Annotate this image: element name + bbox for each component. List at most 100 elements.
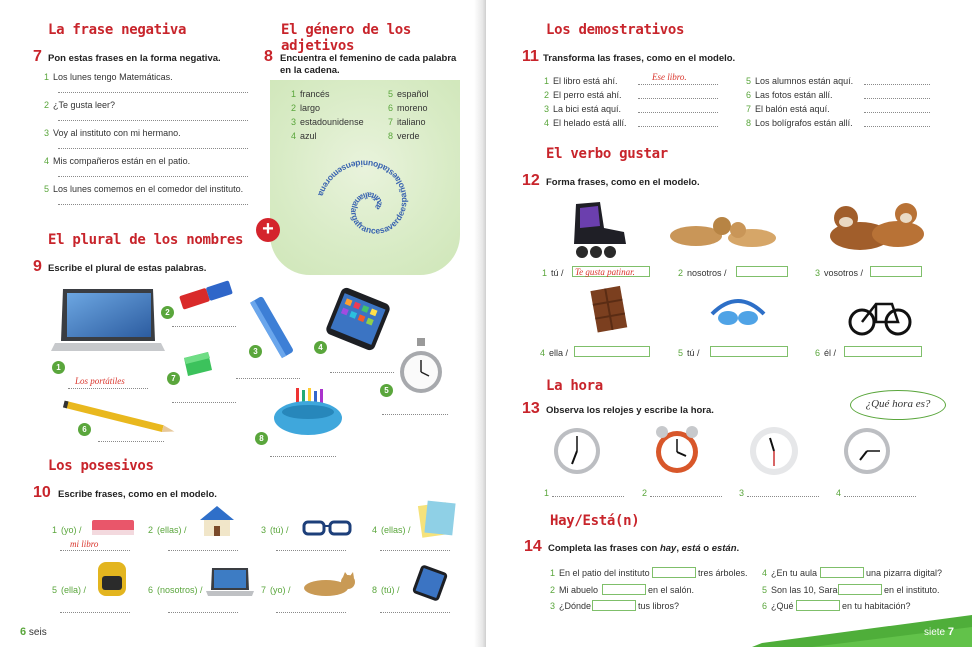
answer-line[interactable]	[58, 120, 248, 121]
glasses-image	[302, 520, 352, 536]
answer-box[interactable]	[572, 266, 650, 277]
section-title-posesivos: Los posesivos	[48, 458, 154, 474]
answer-line[interactable]	[236, 378, 300, 379]
smartphone-image	[326, 287, 390, 351]
item-number-badge: 7	[167, 372, 180, 385]
list-item: 1(yo) /	[52, 525, 82, 535]
svg-text:azulitalianalargafrancesaverde: azulitalianalargafrancesaverdeespañolaes…	[316, 158, 409, 235]
answer-box[interactable]	[710, 346, 788, 357]
corner-green-decoration	[752, 615, 972, 647]
goggles-image	[710, 299, 766, 325]
answer-line[interactable]	[638, 126, 718, 127]
list-item-end: en el instituto.	[884, 585, 940, 595]
stopwatch-image	[400, 338, 442, 393]
exercise-number: 13	[522, 400, 540, 417]
clock-1-image	[554, 428, 600, 474]
plus-icon: +	[256, 218, 280, 242]
answer-box[interactable]	[592, 600, 636, 611]
exercise-instruction: Transforma las frases, como en el modelo…	[543, 53, 736, 64]
answer-box[interactable]	[820, 567, 864, 578]
model-answer: Ese libro.	[652, 72, 687, 82]
answer-box[interactable]	[796, 600, 840, 611]
answer-line[interactable]	[58, 92, 248, 93]
exercise-number: 14	[524, 538, 542, 555]
item-number-badge: 1	[52, 361, 65, 374]
answer-box[interactable]	[574, 346, 650, 357]
section-title-demostrativos: Los demostrativos	[546, 22, 685, 38]
exercise-number: 10	[33, 484, 51, 501]
answer-line[interactable]	[864, 126, 930, 127]
list-item: 5(ella) /	[52, 585, 87, 595]
answer-box[interactable]	[652, 567, 696, 578]
answer-line[interactable]	[864, 112, 930, 113]
answer-line[interactable]	[60, 550, 130, 551]
answer-line[interactable]	[270, 456, 336, 457]
answer-line[interactable]	[382, 414, 448, 415]
answer-line[interactable]	[276, 612, 346, 613]
answer-line[interactable]	[844, 496, 916, 497]
alarm-clock-image	[656, 426, 698, 473]
answer-line[interactable]	[172, 402, 236, 403]
answer-line[interactable]	[68, 388, 148, 389]
answer-box[interactable]	[870, 266, 922, 277]
exercise-instruction: Observa los relojes y escribe la hora.	[546, 405, 714, 416]
list-item: 1	[544, 488, 550, 498]
answer-line[interactable]	[650, 496, 722, 497]
list-item: 8(tú) /	[372, 585, 400, 595]
bicycle-image	[848, 302, 912, 336]
section-title-gustar: El verbo gustar	[546, 146, 668, 162]
answer-line[interactable]	[168, 550, 238, 551]
answer-box[interactable]	[736, 266, 788, 277]
section-title-negativa: La frase negativa	[48, 22, 187, 38]
page-number: siete 7	[924, 626, 955, 638]
answer-line[interactable]	[172, 326, 236, 327]
answer-line[interactable]	[60, 612, 130, 613]
answer-line[interactable]	[58, 148, 248, 149]
blue-roll-image	[249, 296, 293, 359]
cats-image	[670, 217, 776, 247]
list-item: 3(tú) /	[261, 525, 289, 535]
model-answer: mi libro	[70, 539, 99, 549]
answer-line[interactable]	[638, 98, 718, 99]
laptop-image	[51, 289, 165, 351]
answer-line[interactable]	[330, 372, 394, 373]
list-item: 2	[642, 488, 648, 498]
answer-line[interactable]	[638, 112, 718, 113]
answer-line[interactable]	[747, 496, 819, 497]
answer-line[interactable]	[638, 84, 718, 85]
answer-box[interactable]	[844, 346, 922, 357]
answer-line[interactable]	[58, 176, 248, 177]
speech-bubble: ¿Qué hora es?	[850, 390, 946, 420]
answer-line[interactable]	[380, 612, 450, 613]
eraser-image	[179, 280, 233, 310]
item-number-badge: 3	[249, 345, 262, 358]
house-image	[200, 506, 234, 536]
answer-line[interactable]	[380, 550, 450, 551]
answer-line[interactable]	[58, 204, 248, 205]
right-page: Los demostrativos 11 Transforma las fras…	[486, 0, 972, 647]
answer-box[interactable]	[838, 584, 882, 595]
answer-line[interactable]	[864, 98, 930, 99]
answer-box[interactable]	[602, 584, 646, 595]
section-title-plural: El plural de los nombres	[48, 232, 244, 248]
phone-small-image	[412, 565, 448, 601]
list-item-end: una pizarra digital?	[866, 568, 943, 578]
answer-line[interactable]	[276, 550, 346, 551]
answer-line[interactable]	[168, 612, 238, 613]
answer-line[interactable]	[864, 84, 930, 85]
section-title-hora: La hora	[546, 378, 603, 394]
answer-line[interactable]	[98, 441, 164, 442]
answer-line[interactable]	[552, 496, 624, 497]
laptop-small-image	[206, 568, 254, 596]
model-answer: Los portátiles	[75, 376, 125, 386]
